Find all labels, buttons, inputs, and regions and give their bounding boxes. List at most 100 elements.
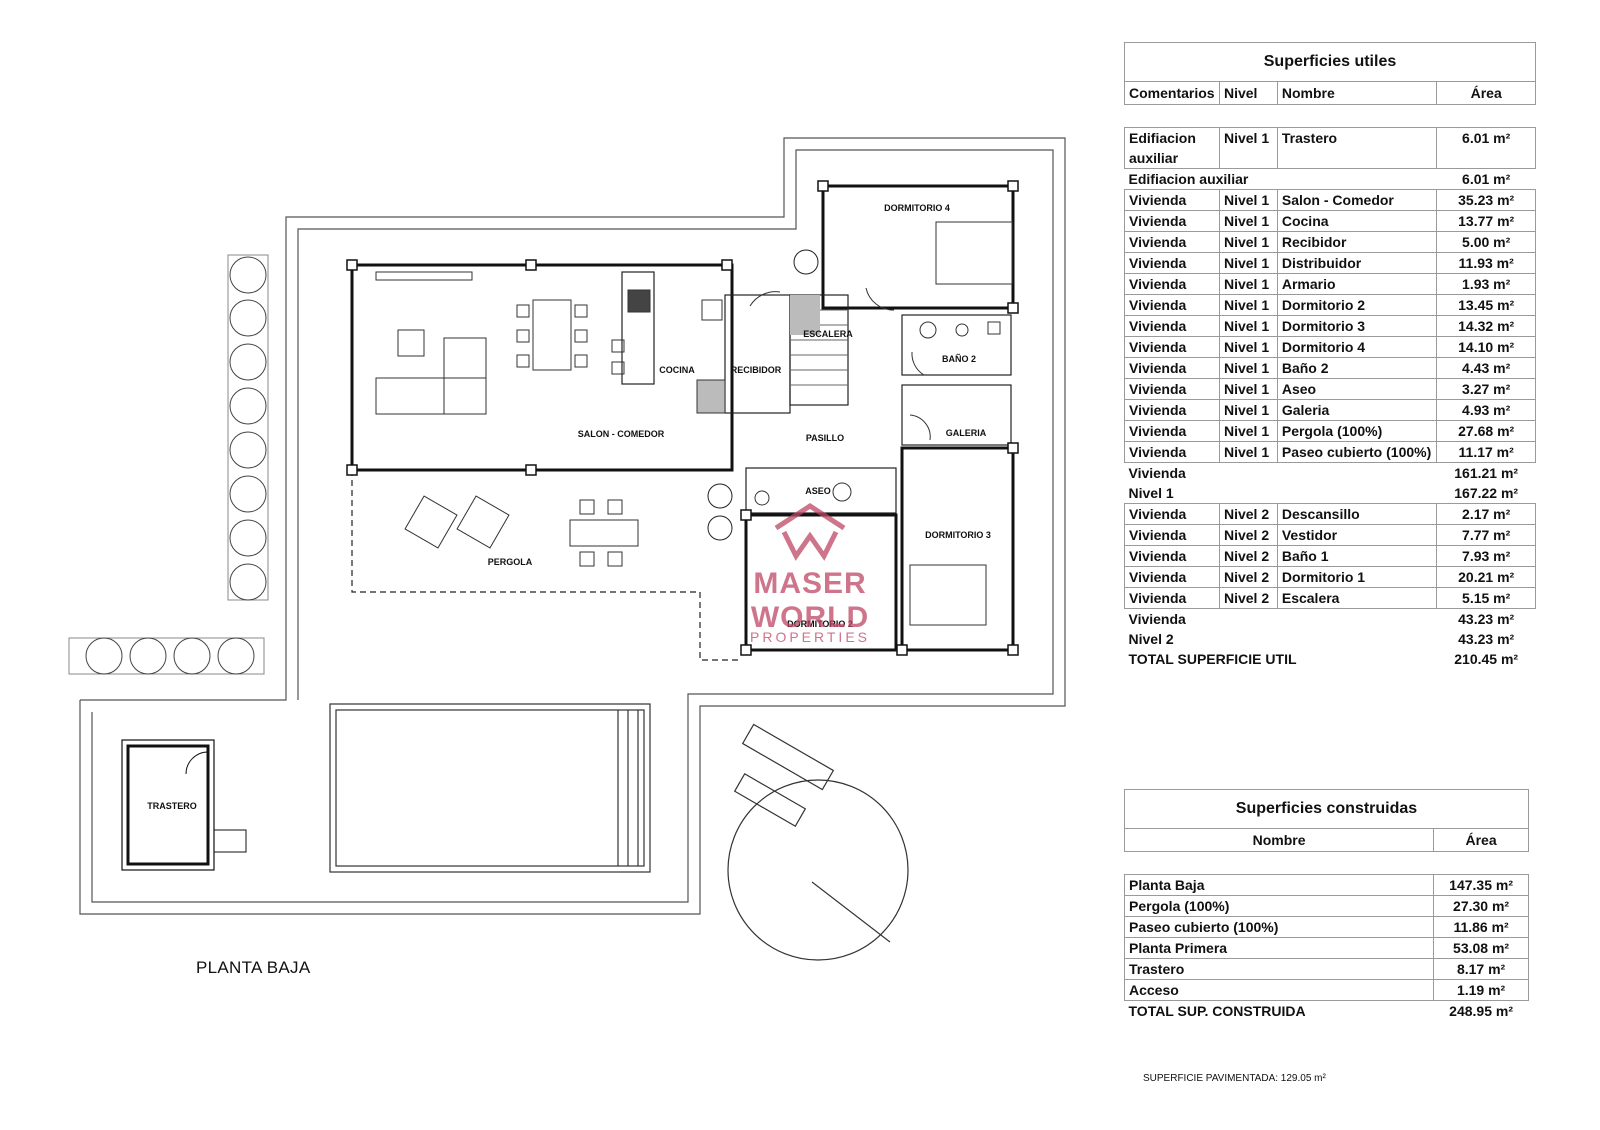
row-area: 147.35 m²: [1433, 874, 1529, 896]
row-level: Nivel 1: [1218, 336, 1278, 358]
label-aseo: ASEO: [805, 486, 831, 496]
row-name: Trastero: [1276, 127, 1438, 169]
row-name: Planta Baja: [1123, 874, 1435, 896]
row-comment: TOTAL SUPERFICIE UTIL: [1128, 651, 1297, 667]
label-salon: SALON - COMEDOR: [578, 429, 665, 439]
pergola-outline: [351, 470, 740, 661]
row-comment: Vivienda: [1124, 441, 1220, 463]
row-name: Paseo cubierto (100%): [1123, 916, 1435, 938]
row-comment: Nivel 2: [1128, 631, 1174, 647]
row-name: Dormitorio 1: [1276, 566, 1438, 588]
row-area: 27.30 m²: [1433, 895, 1529, 917]
column-header: Área: [1433, 828, 1529, 852]
paved-surface-note: SUPERFICIE PAVIMENTADA: 129.05 m²: [1143, 1073, 1326, 1084]
table-title-row: Superficies utiles: [1124, 42, 1536, 82]
row-name: Distribuidor: [1276, 252, 1438, 274]
row-comment: Nivel 1: [1128, 485, 1174, 501]
row-comment: Vivienda: [1124, 294, 1220, 316]
label-dormitorio3: DORMITORIO 3: [925, 530, 991, 540]
table-row: Paseo cubierto (100%)11.86 m²: [1123, 916, 1529, 938]
row-area: 27.68 m²: [1436, 420, 1536, 442]
row-area: 1.19 m²: [1433, 979, 1529, 1001]
row-level: Nivel 1: [1218, 399, 1278, 421]
row-area: 53.08 m²: [1433, 937, 1529, 959]
row-comment: Edifiacion auxiliar: [1128, 171, 1249, 187]
row-comment: Vivienda: [1124, 524, 1220, 546]
label-pasillo: PASILLO: [806, 433, 844, 443]
column-header: Nivel: [1218, 81, 1278, 105]
row-name: Recibidor: [1276, 231, 1438, 253]
plot-inner-outline: [91, 149, 1054, 903]
row-level: Nivel 1: [1218, 357, 1278, 379]
label-dormitorio4: DORMITORIO 4: [884, 203, 950, 213]
row-level: Nivel 1: [1218, 315, 1278, 337]
row-name: Descansillo: [1276, 503, 1438, 525]
hedge-horizontal: [68, 637, 265, 675]
pool: [329, 703, 651, 873]
row-area: 161.21 m²: [1454, 465, 1519, 481]
row-name: Trastero: [1123, 958, 1435, 980]
column-header: Comentarios: [1124, 81, 1220, 105]
row-name: Cocina: [1276, 210, 1438, 232]
row-area: 13.45 m²: [1436, 294, 1536, 316]
salon-walls: [350, 263, 734, 472]
row-level: Nivel 1: [1218, 273, 1278, 295]
plan-title: PLANTA BAJA: [196, 958, 311, 977]
row-area: 1.93 m²: [1436, 273, 1536, 295]
row-level: Nivel 1: [1218, 231, 1278, 253]
row-comment: Vivienda: [1124, 566, 1220, 588]
row-level: Nivel 2: [1218, 545, 1278, 567]
row-comment: Vivienda: [1124, 503, 1220, 525]
table-row: Pergola (100%)27.30 m²: [1123, 895, 1529, 917]
dormitorio3-walls: [900, 446, 1015, 652]
row-area: 11.86 m²: [1433, 916, 1529, 938]
row-name: Vestidor: [1276, 524, 1438, 546]
row-comment: Vivienda: [1124, 189, 1220, 211]
row-level: Nivel 1: [1218, 189, 1278, 211]
row-comment: Vivienda: [1124, 420, 1220, 442]
bed-3: [909, 564, 987, 626]
row-comment: Vivienda: [1124, 252, 1220, 274]
row-area: 6.01 m²: [1436, 127, 1536, 169]
row-name: Dormitorio 2: [1276, 294, 1438, 316]
row-name: Aseo: [1276, 378, 1438, 400]
dining-table: [532, 299, 572, 371]
row-name: Escalera: [1276, 587, 1438, 609]
row-area: 210.45 m²: [1454, 651, 1519, 667]
column-header: Área: [1436, 81, 1536, 105]
row-name: Baño 1: [1276, 545, 1438, 567]
bed-4: [935, 221, 1013, 285]
row-name: Salon - Comedor: [1276, 189, 1438, 211]
row-area: 7.77 m²: [1436, 524, 1536, 546]
row-area: 35.23 m²: [1436, 189, 1536, 211]
row-level: Nivel 1: [1218, 294, 1278, 316]
row-level: Nivel 1: [1218, 252, 1278, 274]
label-escalera: ESCALERA: [803, 329, 853, 339]
row-level: Nivel 1: [1218, 127, 1278, 169]
row-area: 5.00 m²: [1436, 231, 1536, 253]
row-comment: Vivienda: [1124, 399, 1220, 421]
row-level: Nivel 1: [1218, 441, 1278, 463]
label-recibidor: RECIBIDOR: [731, 365, 782, 375]
